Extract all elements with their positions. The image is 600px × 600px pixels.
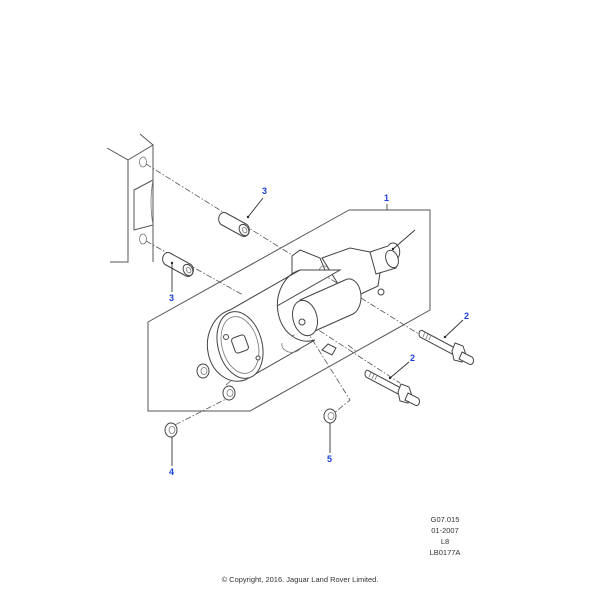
callout-leaders [170, 197, 464, 466]
stud-bolt-upper [418, 329, 474, 365]
illustration-id: LB0177A [429, 548, 461, 557]
flange-nut-4 [164, 422, 178, 438]
callout-2-lower[interactable]: 2 [410, 353, 416, 363]
starter-motor [206, 229, 416, 382]
engine-mounting-flange [106, 133, 154, 263]
copyright-notice: © Copyright, 2016. Jaguar Land Rover Lim… [221, 575, 379, 584]
drawing-date: 01-2007 [431, 526, 459, 535]
callout-3-upper[interactable]: 3 [262, 186, 268, 196]
assembly-group-outline [147, 204, 431, 412]
flange-nut-5 [323, 408, 337, 424]
flange-nut-2 [222, 385, 236, 401]
callout-2-upper[interactable]: 2 [464, 311, 470, 321]
flange-nut-1 [196, 363, 210, 379]
drawing-code: G07.015 [430, 515, 460, 524]
drawing-reference-block: G07.015 01-2007 L8 LB0177A [420, 514, 470, 558]
vehicle-code: L8 [440, 537, 450, 546]
dowel-sleeve-lower [162, 252, 194, 277]
callout-3-lower[interactable]: 3 [169, 293, 175, 303]
callout-4[interactable]: 4 [169, 467, 175, 477]
callout-5[interactable]: 5 [327, 454, 333, 464]
stud-bolt-lower [364, 369, 420, 406]
dowel-sleeve-upper [218, 212, 250, 237]
callout-1[interactable]: 1 [384, 193, 390, 203]
